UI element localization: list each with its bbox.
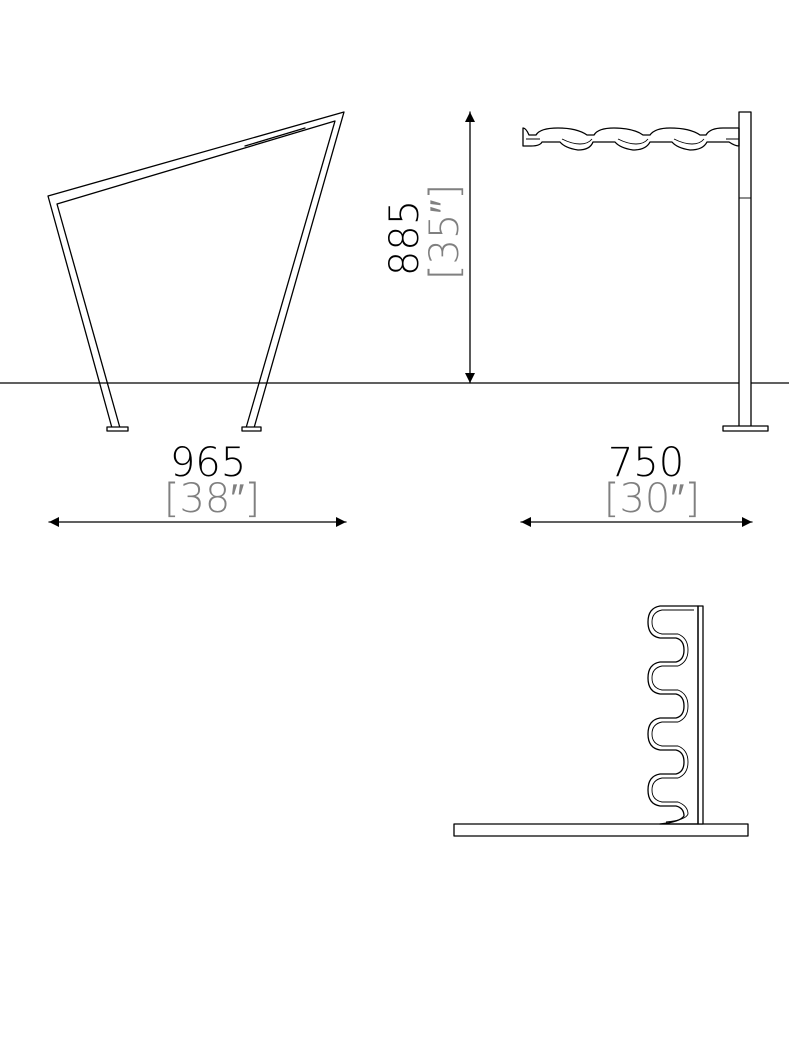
width-inch-label: [38″] bbox=[164, 476, 260, 522]
side-wavy-profile-inner bbox=[526, 138, 739, 145]
side-post bbox=[738, 111, 752, 429]
depth-dimension: 750 [30″] bbox=[520, 440, 753, 527]
side-view bbox=[522, 111, 769, 432]
top-base-plate bbox=[453, 823, 749, 837]
front-left-foot-plate bbox=[106, 426, 129, 432]
depth-inch-label: [30″] bbox=[604, 476, 700, 522]
width-mm-label: 965 bbox=[170, 440, 246, 486]
top-vertical-rail bbox=[697, 605, 704, 825]
height-mm-label: 885 bbox=[382, 200, 428, 276]
side-base-plate bbox=[722, 425, 769, 432]
height-dimension: 885 [35″] bbox=[382, 111, 475, 384]
depth-mm-label: 750 bbox=[608, 440, 684, 486]
front-right-foot-plate bbox=[241, 426, 262, 432]
front-top-bar-detail bbox=[244, 127, 306, 147]
width-dimension: 965 [38″] bbox=[48, 440, 347, 527]
top-view bbox=[453, 605, 749, 837]
top-wavy-rack-inner bbox=[651, 609, 694, 823]
side-wavy-profile bbox=[522, 127, 740, 151]
top-wavy-rack bbox=[647, 605, 699, 825]
front-view bbox=[47, 111, 345, 432]
height-inch-label: [35″] bbox=[422, 184, 468, 280]
front-frame-outer bbox=[47, 111, 345, 429]
front-frame-inner bbox=[56, 120, 336, 429]
